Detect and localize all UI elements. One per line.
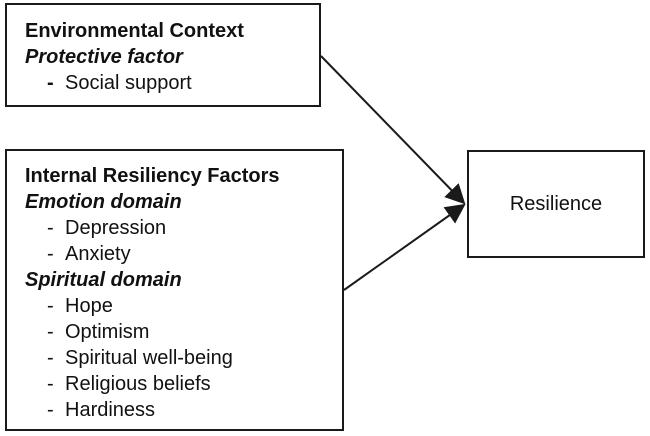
- list-item-label: Hardiness: [65, 399, 156, 421]
- emotion-domain-heading: Emotion domain: [25, 191, 182, 213]
- list-dash: -: [47, 399, 54, 421]
- internal-resiliency-title: Internal Resiliency Factors: [25, 165, 280, 187]
- environmental-context-title: Environmental Context: [25, 20, 244, 42]
- list-dash: -: [47, 217, 54, 239]
- list-item: -Spiritual well-being: [25, 345, 342, 371]
- resilience-box: Resilience: [467, 150, 645, 258]
- internal-resiliency-factors-box: Internal Resiliency Factors Emotion doma…: [5, 149, 344, 431]
- spiritual-domain-heading: Spiritual domain: [25, 269, 182, 291]
- resilience-label: Resilience: [509, 192, 603, 215]
- list-item: -Hardiness: [25, 397, 342, 423]
- list-dash: -: [47, 373, 54, 395]
- list-item: -Depression: [25, 215, 342, 241]
- list-item: -Religious beliefs: [25, 371, 342, 397]
- arrow-environment-to-resilience: [320, 55, 466, 205]
- list-dash: -: [47, 347, 54, 369]
- list-dash: -: [47, 295, 54, 317]
- list-item-label: Hope: [65, 295, 113, 317]
- list-item: -Optimism: [25, 319, 342, 345]
- list-item-label: Social support: [65, 72, 192, 94]
- list-item-label: Religious beliefs: [65, 373, 211, 395]
- protective-factor-heading: Protective factor: [25, 46, 183, 68]
- arrow-internal-to-resilience: [343, 203, 466, 291]
- list-dash: -: [47, 243, 54, 265]
- list-item-label: Anxiety: [65, 243, 131, 265]
- list-item-label: Depression: [65, 217, 167, 239]
- list-item: -Anxiety: [25, 241, 342, 267]
- list-item-label: Spiritual well-being: [65, 347, 233, 369]
- list-item: -Social support: [25, 70, 319, 96]
- list-dash: -: [47, 72, 54, 94]
- list-item: -Hope: [25, 293, 342, 319]
- environmental-context-box: Environmental Context Protective factor …: [5, 3, 321, 107]
- list-item-label: Optimism: [65, 321, 150, 343]
- list-dash: -: [47, 321, 54, 343]
